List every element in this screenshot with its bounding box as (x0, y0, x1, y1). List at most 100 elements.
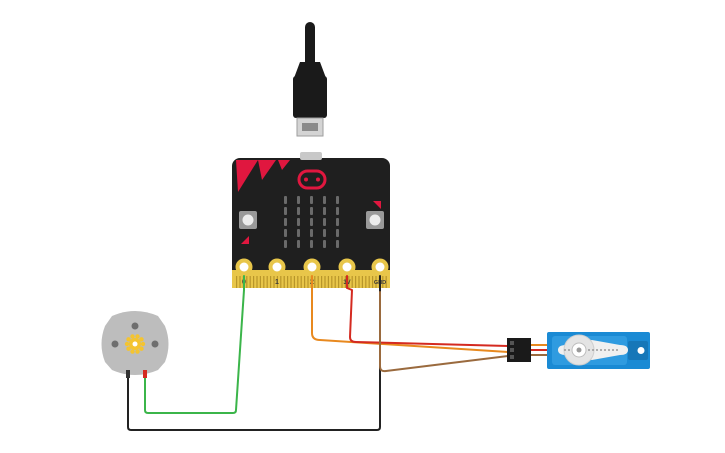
led (336, 240, 339, 248)
edge-tooth (290, 276, 292, 288)
edge-tooth (246, 276, 248, 288)
edge-tooth (314, 276, 316, 288)
edge-tooth (263, 276, 265, 288)
edge-tooth (266, 276, 268, 288)
edge-tooth (351, 276, 353, 288)
button-b[interactable] (366, 211, 384, 229)
horn-hole (564, 349, 566, 351)
horn-hole (568, 349, 570, 351)
edge-tooth (239, 276, 241, 288)
led (284, 196, 287, 204)
button-a-marker (241, 236, 249, 244)
edge-tooth (344, 276, 346, 288)
edge-tooth (341, 276, 343, 288)
dc-motor-icon[interactable] (101, 311, 169, 378)
led (284, 207, 287, 215)
edge-tooth (270, 276, 272, 288)
led (323, 240, 326, 248)
board-accent (258, 160, 276, 180)
edge-tooth (365, 276, 367, 288)
edge-tooth (276, 276, 278, 288)
pin-2[interactable]: 2 (303, 258, 321, 287)
led (297, 218, 300, 226)
edge-tooth (283, 276, 285, 288)
edge-tooth (327, 276, 329, 288)
microbit-board[interactable]: 0 1 2 3V GND (232, 152, 390, 288)
led (284, 218, 287, 226)
edge-tooth (382, 276, 384, 288)
led (310, 207, 313, 215)
edge-tooth (293, 276, 295, 288)
gear-tooth (139, 346, 144, 351)
edge-tooth (249, 276, 251, 288)
pin-label-1: 1 (275, 279, 279, 286)
edge-tooth (253, 276, 255, 288)
edge-tooth (368, 276, 370, 288)
edge-tooth (348, 276, 350, 288)
horn-hole (604, 349, 606, 351)
horn-hole (596, 349, 598, 351)
horn-hole (616, 349, 618, 351)
gear-tooth (130, 349, 135, 354)
gear-tooth (135, 349, 140, 354)
gear-tooth (135, 334, 140, 339)
edge-tooth (324, 276, 326, 288)
horn-hole (612, 349, 614, 351)
edge-tooth (375, 276, 377, 288)
led (310, 229, 313, 237)
edge-tooth (331, 276, 333, 288)
edge-tooth (385, 276, 387, 288)
horn-hole (588, 349, 590, 351)
edge-tooth (307, 276, 309, 288)
led (310, 196, 313, 204)
servo-connector[interactable] (507, 338, 548, 362)
edge-tooth (287, 276, 289, 288)
gear-tooth (139, 337, 144, 342)
edge-tooth (361, 276, 363, 288)
pin-1[interactable]: 1 (268, 258, 286, 287)
horn-hole (600, 349, 602, 351)
wires (127, 275, 509, 431)
led (336, 218, 339, 226)
wire-red[interactable] (346, 275, 509, 347)
led-matrix (284, 196, 339, 248)
gear-tooth (124, 341, 130, 347)
gear-tooth (126, 337, 131, 342)
led (323, 196, 326, 204)
edge-tooth (297, 276, 299, 288)
gear-tooth (130, 334, 135, 339)
led (297, 229, 300, 237)
board-accent (236, 160, 258, 192)
edge-tooth (256, 276, 258, 288)
led (323, 207, 326, 215)
wire-orange[interactable] (311, 275, 509, 353)
wire-green[interactable] (144, 275, 245, 414)
board-usb-port (300, 152, 322, 160)
edge-tooth (334, 276, 336, 288)
gear-icon (124, 334, 146, 354)
led (310, 240, 313, 248)
servo-horn-holes (564, 349, 618, 351)
edge-tooth (317, 276, 319, 288)
gear-tooth (140, 341, 146, 347)
wire-brown[interactable] (379, 291, 509, 373)
edge-tooth (304, 276, 306, 288)
wire-black[interactable] (127, 275, 381, 431)
led (336, 207, 339, 215)
edge-tooth (355, 276, 357, 288)
horn-hole (608, 349, 610, 351)
led (310, 218, 313, 226)
led (323, 218, 326, 226)
edge-tooth (280, 276, 282, 288)
horn-hole (592, 349, 594, 351)
edge-tooth (372, 276, 374, 288)
edge-tooth (273, 276, 275, 288)
button-a[interactable] (239, 211, 257, 229)
led (323, 229, 326, 237)
led (336, 229, 339, 237)
led (297, 207, 300, 215)
servo-motor-icon[interactable] (547, 332, 650, 369)
edge-tooth (321, 276, 323, 288)
usb-cable-icon[interactable] (293, 22, 327, 137)
